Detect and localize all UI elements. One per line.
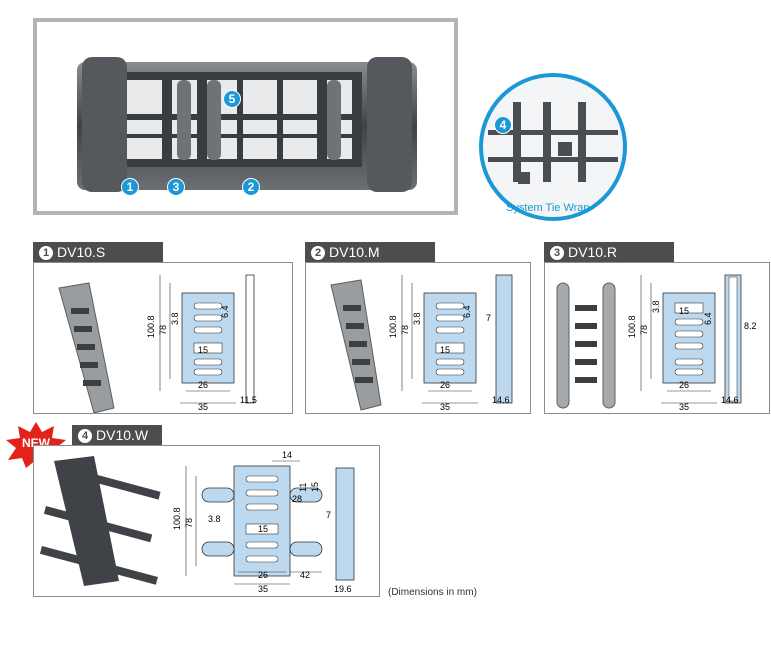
panel-1-dim-height: 100.8 (146, 315, 156, 338)
panel-2-drawing: 100.8 78 3.8 6.4 15 26 35 7 14.6 (330, 274, 513, 412)
panel-3-number: 3 (550, 246, 564, 260)
panel-3-dim-base: 26 (679, 380, 689, 390)
panel-1-dim-width: 35 (198, 402, 208, 412)
panel-3-drawing: 100.8 78 3.8 6.4 15 26 35 8.2 14.6 (556, 274, 757, 412)
panel-2-dim-web: 7 (486, 313, 491, 323)
overview-marker-2: 2 (242, 178, 260, 196)
panel-3-dim-pitch: 3.8 (651, 300, 661, 313)
tie-wrap-illustration (479, 73, 627, 221)
panel-1: 100.8 78 3.8 6.4 15 26 35 11.5 (33, 262, 293, 414)
tie-wrap-inset: 4 System Tie Wrap (478, 72, 628, 222)
panel-4-dim-mid: 28 (292, 494, 302, 504)
panel-4-tab: 4 DV10.W (72, 425, 162, 445)
overview-marker-1: 1 (121, 178, 139, 196)
panel-1-dim-gap: 6.4 (220, 305, 230, 318)
panel-4-dim-web: 7 (326, 510, 331, 520)
panel-3-tab: 3 DV10.R (544, 242, 674, 262)
panel-3-dim-inner: 78 (639, 325, 649, 335)
panel-4-dim-height: 100.8 (172, 507, 182, 530)
panel-3-title: DV10.R (568, 244, 618, 260)
panel-4-number: 4 (78, 429, 92, 443)
panel-4-dim-top: 14 (282, 450, 292, 460)
panel-2-dim-gap: 6.4 (462, 305, 472, 318)
panel-4-dim-slot: 15 (258, 524, 268, 534)
panel-3-dim-gap: 6.4 (703, 312, 713, 325)
panel-1-dim-inner: 78 (158, 325, 168, 335)
inset-caption: System Tie Wrap (506, 202, 590, 214)
panel-4-title: DV10.W (96, 427, 149, 443)
panel-3-dim-height: 100.8 (627, 315, 637, 338)
panel-3-dim-width: 35 (679, 402, 689, 412)
panel-4-dim-pitch: 3.8 (208, 514, 221, 524)
panel-4-dim-top3: 15 (310, 482, 320, 492)
panel-1-dim-base: 26 (198, 380, 208, 390)
panel-3-dim-side: 14.6 (721, 395, 739, 405)
panel-4: 100.8 78 3.8 15 14 11 15 28 26 35 42 7 1… (33, 445, 380, 597)
panel-4-dim-top2: 11 (298, 483, 308, 492)
chain-illustration (77, 57, 417, 192)
panel-1-title: DV10.S (57, 244, 106, 260)
overview-marker-5: 5 (223, 90, 241, 108)
panel-4-dim-base: 26 (258, 570, 268, 580)
panel-1-drawing: 100.8 78 3.8 6.4 15 26 35 11.5 (58, 274, 257, 414)
panel-4-dim-width: 35 (258, 584, 268, 594)
overview-marker-3: 3 (167, 178, 185, 196)
panel-2-dim-side: 14.6 (492, 395, 510, 405)
panel-2-tab: 2 DV10.M (305, 242, 435, 262)
panel-1-number: 1 (39, 246, 53, 260)
panel-2-title: DV10.M (329, 244, 380, 260)
panel-2-dim-base: 26 (440, 380, 450, 390)
panel-4-drawing: 100.8 78 3.8 15 14 11 15 28 26 35 42 7 1… (39, 450, 355, 594)
panel-2-dim-inner: 78 (400, 325, 410, 335)
panel-2: 100.8 78 3.8 6.4 15 26 35 7 14.6 (305, 262, 531, 414)
panel-4-dim-inner: 78 (184, 518, 194, 528)
panel-2-dim-pitch: 3.8 (412, 312, 422, 325)
panel-2-dim-slot: 15 (440, 345, 450, 355)
panel-3-dim-slot: 15 (679, 306, 689, 316)
panel-2-dim-height: 100.8 (388, 315, 398, 338)
dimensions-note: (Dimensions in mm) (388, 587, 477, 598)
panel-4-dim-wing: 42 (300, 570, 310, 580)
panel-2-number: 2 (311, 246, 325, 260)
panel-1-dim-pitch: 3.8 (170, 312, 180, 325)
overview-frame: 1 3 2 5 (33, 18, 458, 215)
panel-3: 100.8 78 3.8 6.4 15 26 35 8.2 14.6 (544, 262, 770, 414)
panel-1-dim-side: 11.5 (240, 395, 257, 405)
panel-4-dim-side: 19.6 (334, 584, 352, 594)
panel-1-dim-slot: 15 (198, 345, 208, 355)
panel-2-dim-width: 35 (440, 402, 450, 412)
panel-3-dim-roller: 8.2 (744, 321, 757, 331)
inset-marker-4: 4 (494, 116, 512, 134)
panel-1-tab: 1 DV10.S (33, 242, 163, 262)
